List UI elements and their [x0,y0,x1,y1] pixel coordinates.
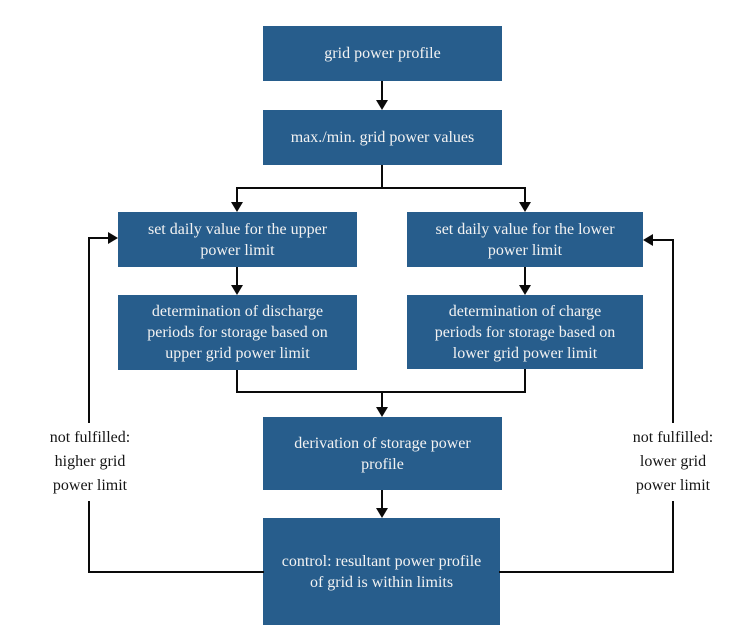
connector-lower-to-charge [524,267,526,285]
connector-merge-horizontal [236,391,526,393]
feedback-label-right: not fulfilled: lower grid power limit [617,423,729,501]
connector-split-to-upper [236,188,238,202]
connector-discharge-to-merge [236,370,238,393]
node-set-daily-lower-limit: set daily value for the lower power limi… [407,212,643,267]
connector-split-horizontal [236,187,526,189]
arrowhead-down-icon [231,202,243,212]
arrowhead-down-icon [376,100,388,110]
connector-merge-to-derivation [381,393,383,407]
connector-feedback-right-vertical [672,239,674,573]
connector-feedback-right-top [653,239,674,241]
connector-maxmin-to-split [381,165,383,189]
arrowhead-down-icon [231,285,243,295]
arrowhead-down-icon [519,202,531,212]
arrowhead-right-icon [108,232,118,244]
node-grid-power-profile: grid power profile [263,26,502,81]
connector-upper-to-discharge [236,267,238,285]
arrowhead-left-icon [643,234,653,246]
connector-profile-to-maxmin [381,81,383,100]
arrowhead-down-icon [519,285,531,295]
arrowhead-down-icon [376,508,388,518]
node-max-min-grid-power-values: max./min. grid power values [263,110,502,165]
connector-derivation-to-control [381,490,383,508]
feedback-label-left: not fulfilled: higher grid power limit [33,423,147,501]
node-control-within-limits: control: resultant power profile of grid… [263,518,500,625]
node-set-daily-upper-limit: set daily value for the upper power limi… [118,212,357,267]
connector-feedback-left-top [88,237,108,239]
node-charge-periods: determination of charge periods for stor… [407,295,643,369]
connector-feedback-left-bottom [88,571,264,573]
arrowhead-down-icon [376,407,388,417]
connector-feedback-left-vertical [88,237,90,573]
node-derivation-storage-profile: derivation of storage power profile [263,417,502,490]
connector-split-to-lower [524,188,526,202]
node-discharge-periods: determination of discharge periods for s… [118,295,357,370]
connector-feedback-right-bottom [499,571,674,573]
connector-charge-to-merge [524,369,526,393]
